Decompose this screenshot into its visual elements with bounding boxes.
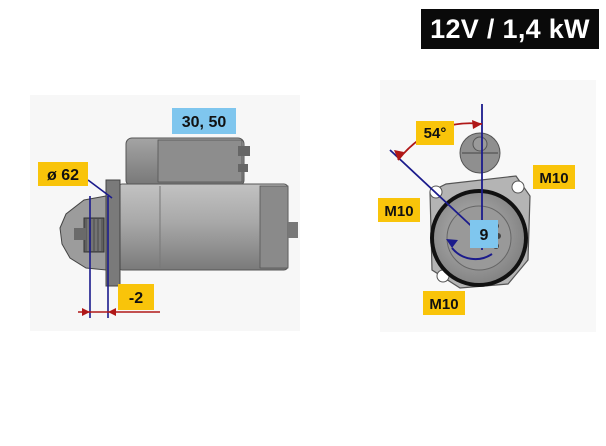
teeth-label: 9 [480,227,489,244]
bolt-hole-right [511,180,525,194]
terminals-label: 30, 50 [182,114,227,131]
rotation-arc [451,247,493,261]
diameter-label: ø 62 [47,167,79,184]
bolt-label-left: M10 [384,203,413,220]
angle-label: 54° [424,125,447,142]
end-cap [259,185,289,269]
bolt-label-right: M10 [539,170,568,187]
bolt-label-bottom: M10 [429,296,458,313]
angle-label-box [416,121,454,145]
pinion-gear [83,217,105,253]
rear-bushing [288,222,298,238]
diameter-leader [87,179,113,199]
teeth-label-box [470,220,498,248]
bolt-label-box-right [533,165,575,189]
terminal-stud [238,146,250,156]
terminals-label-box [172,108,236,134]
spec-badge: 12V / 1,4 kW [421,9,599,49]
offset-label-box [118,284,154,310]
offset-label: -2 [129,290,143,307]
bolt-label-box-left [378,198,420,222]
bolt-label-box-bottom [423,291,465,315]
diameter-label-box [38,162,88,186]
shaft-stub [74,228,86,240]
angle-reference-line [389,149,483,237]
side-view [59,137,298,318]
